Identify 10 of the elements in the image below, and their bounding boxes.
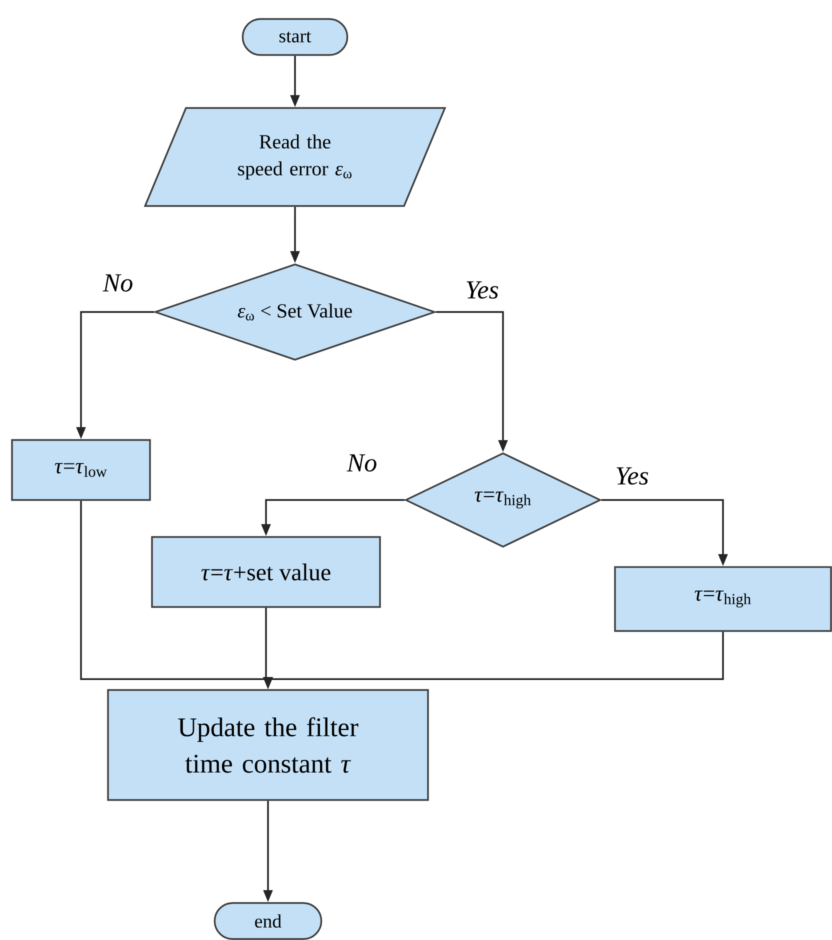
edge-label: Yes bbox=[464, 280, 500, 300]
process-box: τ=τ$_{high}$ bbox=[614, 566, 832, 632]
terminal-box: end bbox=[214, 902, 322, 940]
edge-label: No bbox=[346, 453, 378, 473]
process-box: Update the filter time constant τ bbox=[107, 689, 429, 801]
terminal-box: start bbox=[242, 18, 348, 56]
process-box: τ=τ$_{low}$ bbox=[11, 439, 151, 501]
process-box: τ=τ+set value bbox=[151, 536, 381, 608]
edge-label: No bbox=[102, 273, 134, 293]
edge-label: Yes bbox=[614, 466, 650, 486]
